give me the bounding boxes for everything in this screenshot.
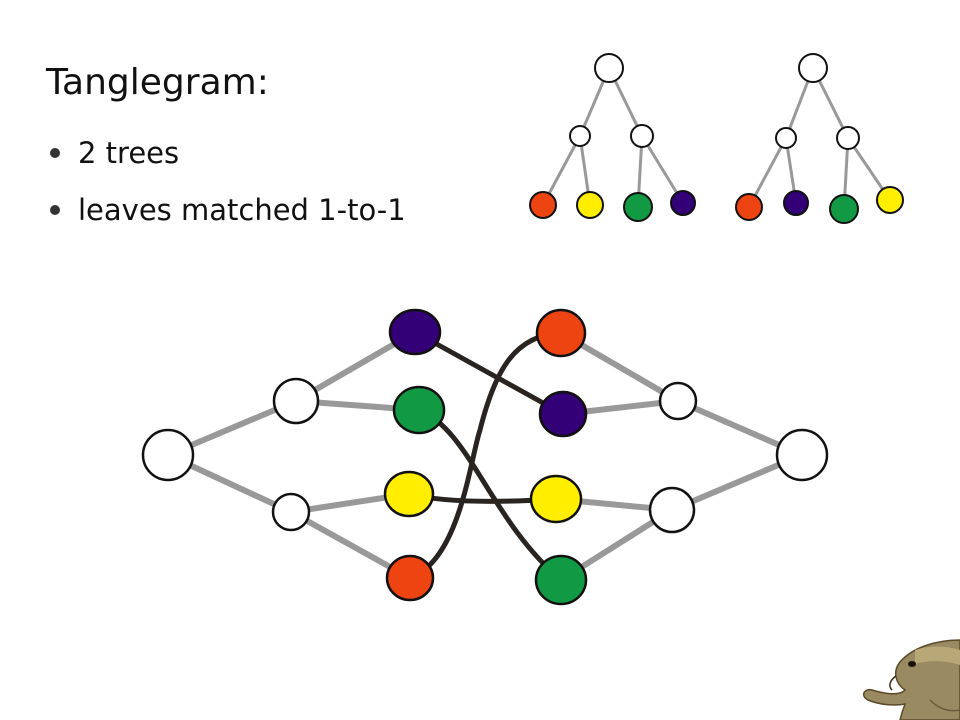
tree-node: [836, 126, 860, 150]
leaf-yellow: [383, 470, 435, 518]
bullet-dot-icon: [50, 147, 60, 158]
slide-title: Tanglegram:: [46, 62, 269, 103]
match-edge-purple: [412, 329, 566, 417]
small-tree-right: [747, 67, 892, 210]
leaf-yellow: [576, 191, 604, 219]
mammal-mascot-icon: [862, 639, 960, 720]
bullet-text: leaves matched 1-to-1: [78, 192, 406, 227]
tree-node: [798, 53, 828, 83]
leaf-red: [535, 308, 587, 358]
tree-node: [569, 125, 591, 147]
tree-node: [630, 124, 654, 148]
tree-node: [658, 381, 698, 421]
leaf-red: [735, 193, 763, 221]
bullet-item: leaves matched 1-to-1: [46, 181, 406, 238]
leaf-green: [623, 192, 653, 222]
bullet-item: 2 trees: [46, 124, 406, 181]
leaf-yellow: [529, 474, 583, 524]
tree-root-left: [141, 428, 195, 482]
bullet-dot-icon: [50, 204, 60, 215]
match-edge-red: [407, 330, 564, 581]
tree-node: [271, 492, 311, 532]
leaf-green: [829, 194, 859, 224]
leaf-green: [534, 554, 588, 606]
leaf-purple: [783, 190, 809, 216]
bullet-list: 2 trees leaves matched 1-to-1: [46, 124, 406, 238]
tree-node: [272, 377, 320, 425]
tree-node: [775, 127, 797, 149]
tree-node: [594, 53, 624, 83]
leaf-green: [392, 385, 446, 435]
leaf-red: [385, 554, 435, 602]
bullet-text: 2 trees: [78, 135, 180, 170]
tree-root-right: [775, 428, 829, 482]
leaf-red: [529, 191, 557, 219]
matching-edges: [406, 329, 566, 583]
tree-node: [648, 486, 696, 534]
leaf-purple: [670, 190, 696, 216]
leaf-purple: [388, 308, 442, 356]
leaf-yellow: [876, 186, 904, 214]
leaf-purple: [538, 390, 588, 438]
small-tree-left: [541, 67, 685, 208]
